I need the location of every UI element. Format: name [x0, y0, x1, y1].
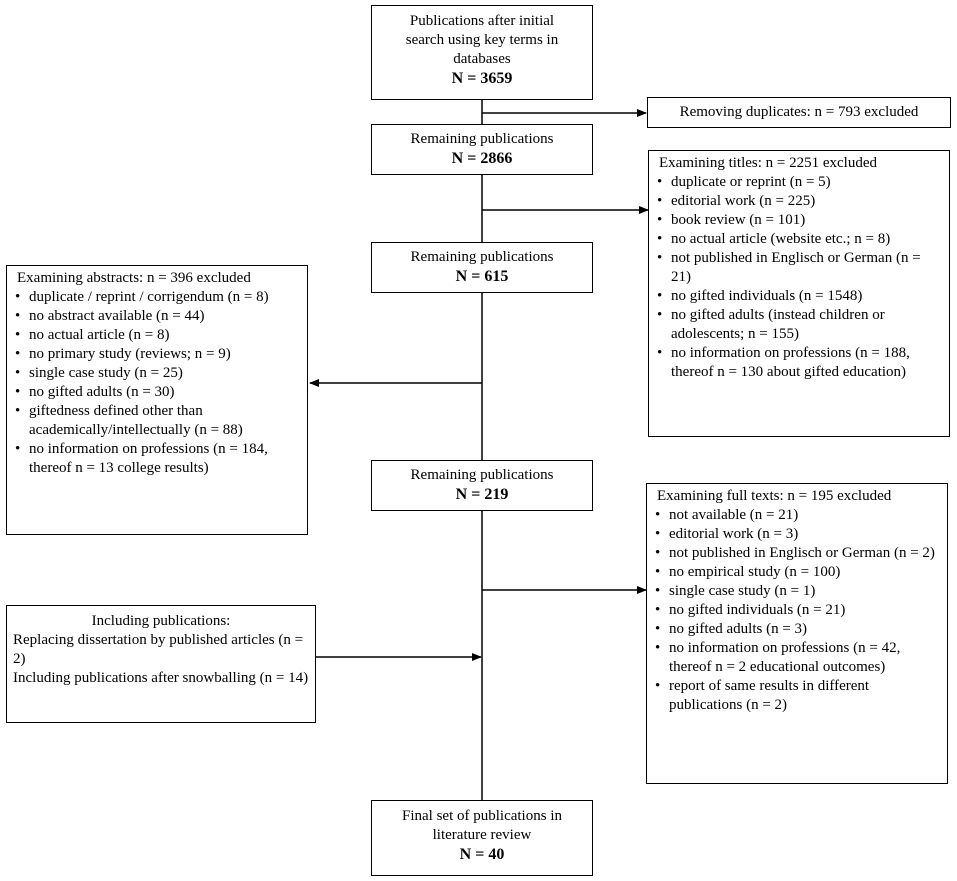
list-item: single case study (n = 25) — [13, 364, 301, 383]
including-line-2: Including publications after snowballing… — [13, 670, 309, 686]
titles-list: duplicate or reprint (n = 5) editorial w… — [655, 173, 943, 382]
initial-line-1: Publications after initial — [409, 13, 555, 29]
full-texts-heading: Examining full texts: n = 195 excluded — [657, 488, 892, 504]
list-item: single case study (n = 1) — [653, 582, 941, 601]
including-box: Including publications: Replacing disser… — [6, 605, 316, 723]
list-item: no gifted adults (instead children or ad… — [655, 306, 943, 344]
final-line-1: Final set of publications in — [402, 808, 562, 824]
abstracts-box: Examining abstracts: n = 396 excluded du… — [6, 265, 308, 535]
list-item: not published in Englisch or German (n =… — [655, 249, 943, 287]
titles-heading: Examining titles: n = 2251 excluded — [659, 155, 878, 171]
initial-line-3: databases — [453, 51, 511, 67]
remaining-box-2: Remaining publications N = 615 — [371, 242, 593, 293]
remaining-box-3: Remaining publications N = 219 — [371, 460, 593, 511]
including-heading: Including publications: — [91, 613, 231, 629]
including-line-1: Replacing dissertation by published arti… — [13, 632, 304, 667]
remaining-box-1: Remaining publications N = 2866 — [371, 124, 593, 175]
remaining-3-count: N = 219 — [455, 486, 509, 503]
remaining-3-label: Remaining publications — [410, 467, 554, 483]
remaining-1-label: Remaining publications — [410, 131, 554, 147]
list-item: no gifted adults (n = 3) — [653, 620, 941, 639]
list-item: book review (n = 101) — [655, 211, 943, 230]
duplicates-text: Removing duplicates: n = 793 excluded — [679, 104, 919, 120]
list-item: not published in Englisch or German (n =… — [653, 544, 941, 563]
list-item: no information on professions (n = 188, … — [655, 344, 943, 382]
list-item: editorial work (n = 225) — [655, 192, 943, 211]
remaining-2-label: Remaining publications — [410, 249, 554, 265]
list-item: duplicate / reprint / corrigendum (n = 8… — [13, 288, 301, 307]
list-item: no gifted adults (n = 30) — [13, 383, 301, 402]
titles-box: Examining titles: n = 2251 excluded dupl… — [648, 150, 950, 437]
final-set-box: Final set of publications in literature … — [371, 800, 593, 876]
list-item: not available (n = 21) — [653, 506, 941, 525]
duplicates-box: Removing duplicates: n = 793 excluded — [647, 97, 951, 128]
list-item: no information on professions (n = 184, … — [13, 440, 301, 478]
list-item: report of same results in different publ… — [653, 677, 941, 715]
list-item: duplicate or reprint (n = 5) — [655, 173, 943, 192]
list-item: no abstract available (n = 44) — [13, 307, 301, 326]
full-texts-box: Examining full texts: n = 195 excluded n… — [646, 483, 948, 784]
list-item: giftedness defined other than academical… — [13, 402, 301, 440]
final-count: N = 40 — [459, 846, 505, 863]
remaining-2-count: N = 615 — [455, 268, 509, 285]
abstracts-list: duplicate / reprint / corrigendum (n = 8… — [13, 288, 301, 478]
list-item: no actual article (n = 8) — [13, 326, 301, 345]
list-item: no primary study (reviews; n = 9) — [13, 345, 301, 364]
initial-count: N = 3659 — [451, 70, 513, 87]
full-texts-list: not available (n = 21) editorial work (n… — [653, 506, 941, 715]
initial-search-box: Publications after initial search using … — [371, 5, 593, 100]
list-item: editorial work (n = 3) — [653, 525, 941, 544]
list-item: no actual article (website etc.; n = 8) — [655, 230, 943, 249]
list-item: no information on professions (n = 42, t… — [653, 639, 941, 677]
abstracts-heading: Examining abstracts: n = 396 excluded — [17, 270, 251, 286]
initial-line-2: search using key terms in — [405, 32, 559, 48]
final-line-2: literature review — [432, 827, 532, 843]
list-item: no empirical study (n = 100) — [653, 563, 941, 582]
list-item: no gifted individuals (n = 1548) — [655, 287, 943, 306]
remaining-1-count: N = 2866 — [451, 150, 513, 167]
list-item: no gifted individuals (n = 21) — [653, 601, 941, 620]
